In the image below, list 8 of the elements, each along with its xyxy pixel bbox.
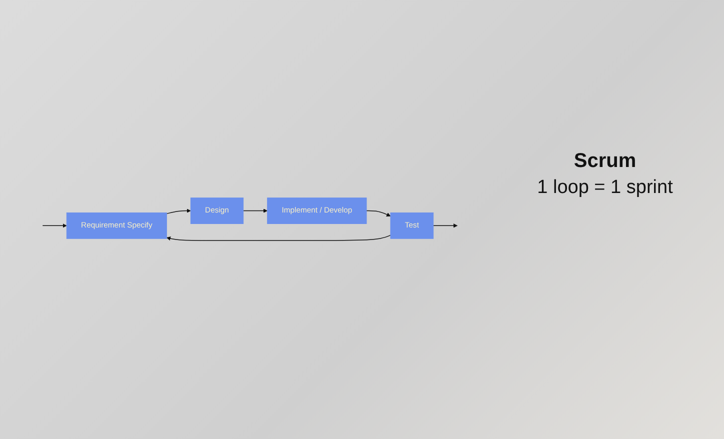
arrow (166, 235, 391, 242)
arrow (366, 210, 391, 217)
arrow (42, 224, 67, 228)
title-text: Scrum (574, 150, 636, 173)
arrow (433, 224, 458, 228)
arrow (166, 209, 191, 214)
arrow (242, 209, 268, 214)
note-text: 1 loop = 1 sprint (537, 177, 673, 199)
